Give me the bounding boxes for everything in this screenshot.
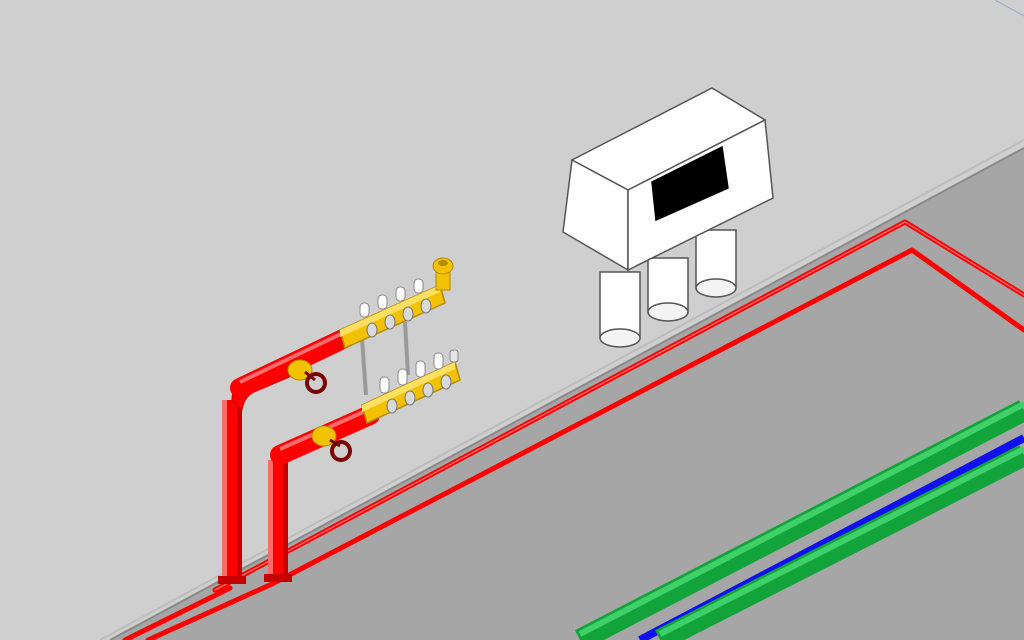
return-outlets bbox=[379, 349, 459, 394]
manifold-return[interactable] bbox=[361, 349, 461, 425]
filter-canisters bbox=[599, 229, 737, 348]
floor-edge-top bbox=[99, 139, 1024, 640]
red-floor-loop[interactable] bbox=[122, 219, 1024, 640]
valve-return[interactable] bbox=[311, 425, 352, 462]
air-vent-icon bbox=[432, 257, 454, 291]
red-loop-inner bbox=[267, 247, 1024, 588]
valve-handle-icon bbox=[305, 372, 327, 394]
filter-unit[interactable] bbox=[562, 87, 774, 348]
manifold-bracket bbox=[360, 321, 410, 396]
guide-line bbox=[994, 0, 1024, 17]
green-pipe bbox=[574, 400, 1024, 640]
green-blue-pipes[interactable] bbox=[574, 400, 1024, 640]
supply-outlets bbox=[359, 278, 424, 318]
manifold-supply[interactable] bbox=[339, 257, 454, 350]
display-window bbox=[651, 145, 729, 222]
floor-edge bbox=[109, 147, 1024, 640]
valve-handle-icon bbox=[330, 440, 352, 462]
green-pipe-2 bbox=[655, 445, 1024, 640]
valve-supply[interactable] bbox=[287, 359, 327, 394]
